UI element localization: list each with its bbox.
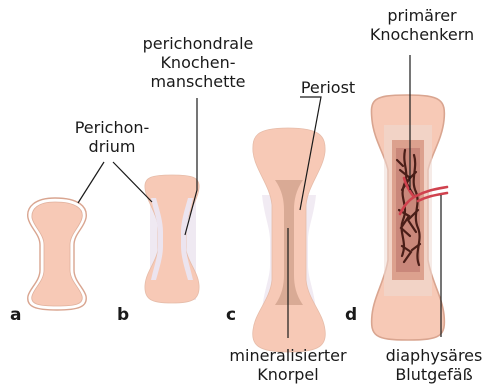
- label-mineralized-cartilage: mineralisierter Knorpel: [218, 346, 358, 384]
- label-primary-ossification-center: primärer Knochenkern: [362, 6, 482, 44]
- panel-letter-c: c: [226, 305, 236, 325]
- leader-perichondrium-left: [78, 162, 104, 203]
- panel-letter-b: b: [117, 305, 129, 325]
- label-diaphyseal-vessel: diaphysäres Blutgefäß: [378, 346, 490, 384]
- panel-letter-d: d: [345, 305, 357, 325]
- stage-b-bone-collar: [145, 175, 199, 303]
- cartilage-body-a: [32, 202, 83, 306]
- label-perichondral-bone-collar: perichondrale Knochen- manschette: [138, 34, 258, 91]
- stage-c-mineralized: [253, 128, 326, 352]
- label-periosteum: Periost: [288, 78, 368, 97]
- label-perichondrium: Perichon- drium: [62, 118, 162, 156]
- stage-d-ossification-center: [371, 95, 447, 340]
- panel-letter-a: a: [10, 305, 21, 325]
- stage-a-cartilage-model: [28, 198, 87, 310]
